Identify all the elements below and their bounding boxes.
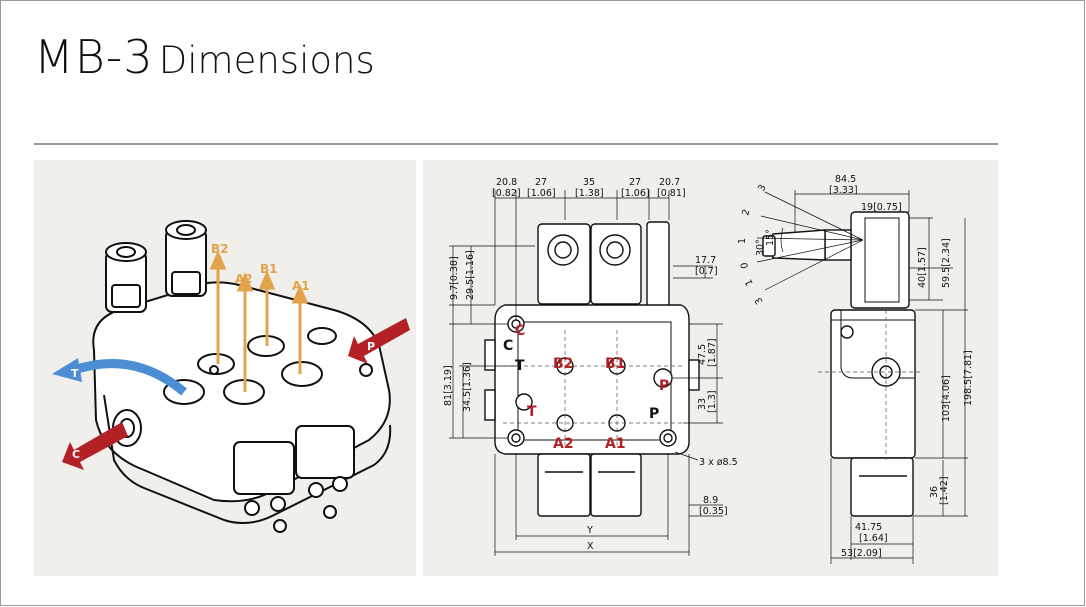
- angle-label-4: 0: [739, 262, 751, 270]
- title-divider: [34, 143, 998, 145]
- port-b1: B1: [605, 356, 625, 372]
- side-dim-40: 40[1.57]: [917, 247, 928, 288]
- dim-holes: 3 x ø8.5: [699, 457, 738, 468]
- side-dim-19: 19[0.75]: [861, 202, 902, 213]
- dim-left-9-7: 9.7[0.38]: [449, 256, 460, 300]
- angle-label-3: 1: [737, 238, 748, 244]
- carry-arrow: [62, 422, 128, 470]
- side-dim-41-75-mm: 41.75: [855, 522, 882, 533]
- dim-left-29-5: 29.5[1.16]: [465, 250, 476, 300]
- angle-label-2: 2: [740, 208, 752, 217]
- tank-arrow: [72, 359, 187, 396]
- side-dim-103: 103[4.06]: [941, 375, 952, 422]
- flow-label-a2: A2: [235, 272, 253, 286]
- dim-right-33-mm: 33: [697, 398, 708, 410]
- dim-top-5-mm: 20.7: [659, 177, 680, 188]
- side-dim-84-5-in: [3.33]: [829, 185, 858, 196]
- dim-top-3-mm: 35: [583, 177, 595, 188]
- port-t-red: T: [527, 404, 537, 420]
- port-a1: A1: [605, 436, 626, 452]
- angle-label-5: 1: [743, 277, 756, 287]
- angle-15: 15°: [765, 229, 776, 246]
- side-dim-36-in: [1.42]: [939, 476, 950, 505]
- front-view: [484, 221, 700, 517]
- dim-right-17-7-in: [0.7]: [695, 266, 718, 277]
- port-p-black: P: [649, 406, 659, 422]
- side-dim-53: 53[2.09]: [841, 548, 882, 559]
- dim-top-1-mm: 20.8: [496, 177, 517, 188]
- dim-bottom-x: X: [587, 541, 594, 552]
- dimension-drawing: 20.8 [0.82] 27 [1.06] 35 [1.38] 27 [1.06…: [443, 174, 974, 564]
- flow-label-b1: B1: [260, 262, 278, 276]
- dim-left-81: 81[3.19]: [443, 365, 454, 406]
- side-view: [762, 211, 916, 517]
- port-c-black: C: [503, 338, 513, 354]
- angle-label-1: 3: [756, 183, 769, 194]
- side-dim-36-mm: 36: [929, 486, 940, 498]
- title-model: MB-3: [34, 30, 154, 84]
- flow-label-a1: A1: [292, 279, 310, 293]
- pressure-arrow-label: P: [367, 340, 375, 353]
- dim-top-1-in: [0.82]: [492, 188, 521, 199]
- dim-right-17-7-mm: 17.7: [695, 255, 716, 266]
- tank-arrow-label: T: [71, 367, 79, 380]
- carry-arrow-label: C: [72, 448, 80, 461]
- dim-top-3-in: [1.38]: [575, 188, 604, 199]
- port-t-black: T: [515, 358, 525, 374]
- angle-30: 30°: [755, 239, 766, 256]
- dim-right-8-9-in: [0.35]: [699, 506, 728, 517]
- dim-top-2-in: [1.06]: [527, 188, 556, 199]
- iso-valve-drawing: B2 A2 B1 A1 T P C: [52, 220, 410, 533]
- title-word: Dimensions: [158, 39, 375, 82]
- side-dim-198-5: 198.5[7.81]: [963, 350, 974, 406]
- port-p-red: P: [659, 378, 669, 394]
- side-dim-59-5: 59.5[2.34]: [941, 238, 952, 288]
- side-dim-84-5-mm: 84.5: [835, 174, 856, 185]
- dim-top-4-mm: 27: [629, 177, 641, 188]
- flow-label-b2: B2: [211, 242, 229, 256]
- dimension-drawing-panel: 20.8 [0.82] 27 [1.06] 35 [1.38] 27 [1.06…: [423, 160, 998, 576]
- page-title: MB-3 Dimensions: [34, 30, 375, 84]
- dim-top-2-mm: 27: [535, 177, 547, 188]
- iso-view-panel: B2 A2 B1 A1 T P C: [34, 160, 416, 576]
- dim-bottom-y: Y: [586, 525, 593, 536]
- dim-right-47-5-in: [1.87]: [707, 338, 718, 367]
- port-a2: A2: [553, 436, 574, 452]
- side-dim-41-75-in: [1.64]: [859, 533, 888, 544]
- dim-top-4-in: [1.06]: [621, 188, 650, 199]
- pressure-arrow: [348, 318, 410, 364]
- angle-label-6: 3: [753, 295, 766, 306]
- dim-top-5-in: [0.81]: [657, 188, 686, 199]
- dim-right-47-5-mm: 47.5: [697, 344, 708, 365]
- dim-right-8-9-mm: 8.9: [703, 495, 718, 506]
- dim-left-34-5: 34.5[1.36]: [462, 362, 473, 412]
- dim-right-33-in: [1.3]: [707, 390, 718, 413]
- port-c-red: C: [515, 323, 525, 339]
- port-b2: B2: [553, 356, 573, 372]
